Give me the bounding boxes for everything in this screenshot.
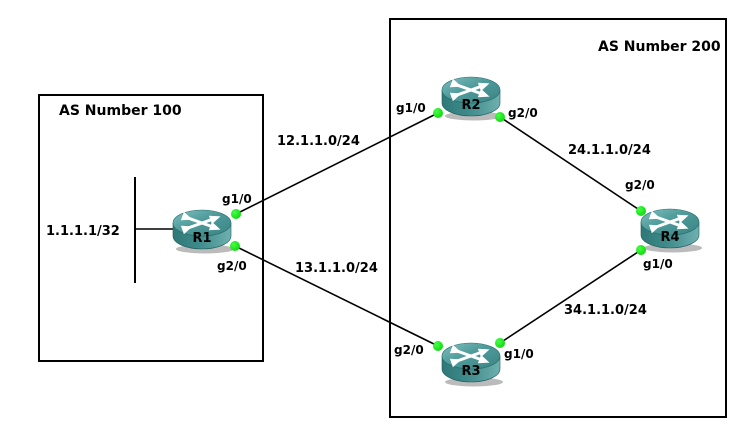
- port-dot-r2-g2-0: [495, 112, 505, 122]
- as200-boundary-box[interactable]: [389, 18, 727, 418]
- router-arrows-icon: [180, 211, 221, 235]
- port-dot-r4-g2-0: [636, 206, 646, 216]
- router-arrows-icon: [449, 78, 490, 102]
- router-arrows-icon: [449, 344, 490, 368]
- router-r2[interactable]: R2: [440, 74, 504, 122]
- interface-label-r3-g1-0: g1/0: [504, 347, 534, 361]
- as100-boundary-box[interactable]: [38, 94, 264, 362]
- interface-label-r1-g1-0: g1/0: [222, 192, 252, 206]
- port-dot-r1-g2-0: [230, 241, 240, 251]
- interface-label-r4-g1-0: g1/0: [643, 257, 673, 271]
- network-label-r3-r4: 34.1.1.0/24: [564, 303, 647, 318]
- port-dot-r3-g1-0: [495, 338, 505, 348]
- router-r4[interactable]: R4: [639, 206, 703, 254]
- as100-label: AS Number 100: [59, 103, 182, 119]
- router-arrows-icon: [648, 210, 689, 234]
- port-dot-r3-g2-0: [433, 341, 443, 351]
- interface-label-r2-g1-0: g1/0: [396, 101, 426, 115]
- router-r1[interactable]: R1: [171, 207, 235, 255]
- network-label-r1-r3: 13.1.1.0/24: [295, 261, 378, 276]
- as200-label: AS Number 200: [598, 39, 721, 55]
- network-label-r2-r4: 24.1.1.0/24: [568, 143, 651, 158]
- interface-label-r4-g2-0: g2/0: [625, 178, 655, 192]
- interface-label-r2-g2-0: g2/0: [508, 106, 538, 120]
- port-dot-r2-g1-0: [433, 108, 443, 118]
- router-r3[interactable]: R3: [440, 340, 504, 388]
- interface-label-r3-g2-0: g2/0: [394, 343, 424, 357]
- interface-label-r1-g2-0: g2/0: [217, 259, 247, 273]
- port-dot-r4-g1-0: [636, 245, 646, 255]
- network-label-r1-r2: 12.1.1.0/24: [277, 134, 360, 149]
- lan-network-label: 1.1.1.1/32: [46, 224, 120, 239]
- port-dot-r1-g1-0: [231, 209, 241, 219]
